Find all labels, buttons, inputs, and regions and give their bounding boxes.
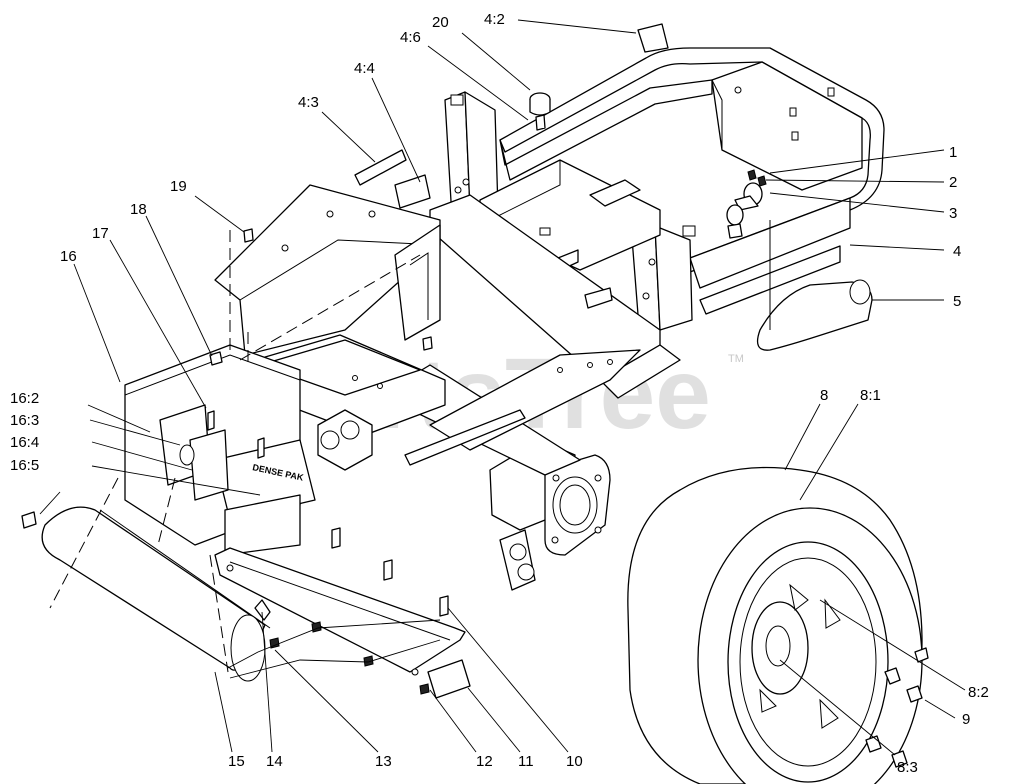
callout-15: 15: [228, 753, 245, 770]
callout-14: 14: [266, 753, 283, 770]
wheel-assembly: [627, 466, 929, 784]
callout-16: 16: [60, 248, 77, 265]
callout-16-4: 16:4: [10, 434, 39, 451]
callout-8-2: 8:2: [968, 684, 989, 701]
callout-13: 13: [375, 753, 392, 770]
callout-2: 2: [949, 174, 957, 191]
callout-4-3: 4:3: [298, 94, 319, 111]
callout-8-3: 8:3: [897, 759, 918, 776]
callout-4-2: 4:2: [484, 11, 505, 28]
callout-9: 9: [962, 711, 970, 728]
callout-4-6: 4:6: [400, 29, 421, 46]
roller-assembly: [41, 477, 471, 699]
callout-labels: 20 4:2 4:6 4:4 4:3 19 18 17 16 16:2 16:3…: [10, 11, 989, 776]
callout-8-1: 8:1: [860, 387, 881, 404]
callout-18: 18: [130, 201, 147, 218]
callout-16-3: 16:3: [10, 412, 39, 429]
clamp-parts: [726, 169, 771, 330]
callout-12: 12: [476, 753, 493, 770]
leader-lines: [39, 19, 966, 756]
callout-1: 1: [949, 144, 957, 161]
callout-3: 3: [949, 205, 957, 222]
callout-8: 8: [820, 387, 828, 404]
callout-4-4: 4:4: [354, 60, 375, 77]
callout-11: 11: [518, 753, 534, 770]
hopper-deck-assembly: DENSE PAK: [124, 23, 669, 556]
knob-part: [529, 92, 551, 131]
watermark-trademark: TM: [728, 353, 744, 365]
callout-16-2: 16:2: [10, 390, 39, 407]
callout-19: 19: [170, 178, 187, 195]
callout-4: 4: [953, 243, 961, 260]
frame-assembly: [379, 47, 885, 591]
callout-16-5: 16:5: [10, 457, 39, 474]
callout-17: 17: [92, 225, 109, 242]
tube-part: [756, 279, 873, 351]
callout-10: 10: [566, 753, 583, 770]
callout-5: 5: [953, 293, 961, 310]
callout-20: 20: [432, 14, 449, 31]
